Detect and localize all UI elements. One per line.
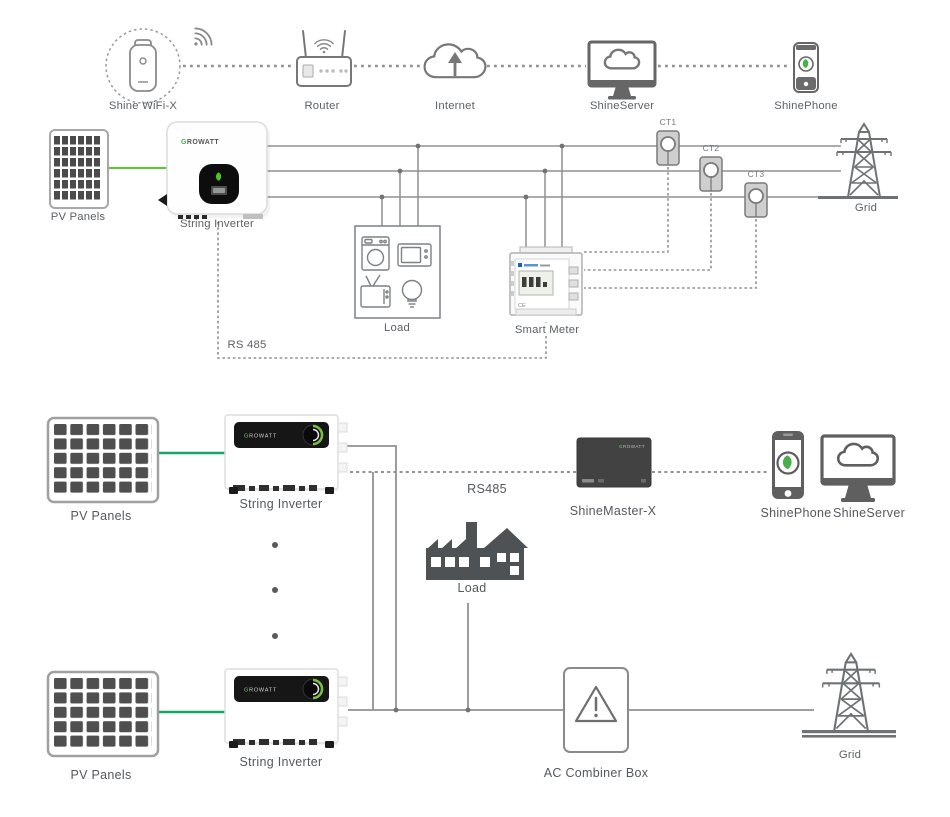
shine-wifix-icon [105, 24, 216, 104]
commercial-wiring [158, 445, 814, 714]
router-icon [296, 30, 352, 87]
grid-base-bars [802, 730, 896, 738]
grid-tower-bottom-icon [821, 652, 881, 732]
residential-wiring [106, 145, 898, 249]
string-inverter-commercial-top-icon: GROWATT [224, 414, 348, 494]
brand-logo: GROWATT [244, 434, 277, 440]
label-internet: Internet [435, 100, 475, 112]
ct2-clamp-icon [699, 156, 723, 192]
label-shineserver-com: ShineServer [832, 506, 906, 520]
label-smart-meter: Smart Meter [511, 324, 583, 336]
label-rs485-com: RS485 [467, 482, 507, 496]
rs485-link [217, 222, 547, 359]
ac-combiner-icon [563, 667, 629, 753]
label-grid-com: Grid [838, 749, 862, 761]
brand-logo: GROWATT [244, 688, 277, 694]
junction-dots-bottom [393, 707, 471, 713]
brand-logo: GROWATT [619, 444, 645, 449]
string-inverter-commercial-bottom-icon: GROWATT [224, 668, 348, 748]
label-ct2: CT2 [702, 143, 720, 153]
label-shinemaster: ShineMaster-X [569, 504, 657, 518]
label-shinephone: ShinePhone [774, 100, 838, 112]
label-load-res: Load [384, 322, 410, 334]
smart-meter-icon: CE [509, 246, 583, 316]
load-box-icon [354, 225, 441, 319]
ce-mark: CE [518, 303, 526, 309]
inverter-display [199, 164, 239, 204]
shineserver-icon [587, 40, 657, 100]
label-pv-panels-res: PV Panels [50, 211, 106, 223]
shinephone-icon [793, 42, 819, 93]
router-wifi-icon [314, 39, 334, 55]
grid-tower-icon [836, 123, 892, 198]
lcd-digits [522, 277, 547, 287]
washing-machine-icon [361, 236, 390, 271]
ct1-signal [584, 167, 669, 253]
bulb-icon [401, 279, 423, 308]
label-shine-wifix: Shine WiFi-X [108, 100, 178, 112]
internet-cloud-icon [423, 43, 487, 79]
warning-triangle-icon [574, 685, 618, 723]
label-pv-panels-com-bottom: PV Panels [70, 768, 132, 782]
meter-terminals [568, 266, 579, 301]
shinemaster-icon: GROWATT [576, 437, 652, 488]
junction-dots [379, 143, 565, 200]
ct3-clamp-icon [744, 182, 768, 218]
label-grid-res: Grid [854, 202, 878, 214]
meter-brand-mark [518, 263, 522, 267]
label-ac-combiner: AC Combiner Box [543, 766, 649, 780]
label-load-com: Load [457, 581, 487, 595]
microwave-icon [397, 243, 432, 267]
inverter1-ac-out [347, 445, 397, 710]
pv-panel-commercial-top-icon [46, 416, 160, 504]
wifi-waves-icon [185, 24, 216, 55]
label-rs485-res: RS 485 [227, 339, 267, 351]
label-string-inverter-com-bottom: String Inverter [239, 755, 323, 769]
pv-panel-residential-icon [49, 129, 109, 209]
heat-fins [337, 422, 348, 473]
bottom-connectors [229, 739, 334, 748]
ct3-signal [584, 219, 757, 289]
dc-plug-icon [158, 194, 167, 206]
label-shinephone-com: ShinePhone [760, 506, 832, 520]
residential-dashed [217, 167, 757, 359]
factory-windows [431, 553, 519, 575]
tv-icon [360, 274, 391, 308]
ct1-clamp-icon [656, 130, 680, 166]
heat-fins [337, 676, 348, 727]
meter-rail-clips [511, 261, 514, 296]
label-shineserver: ShineServer [589, 100, 655, 112]
label-ct1: CT1 [659, 117, 677, 127]
label-string-inverter-res: String Inverter [180, 218, 254, 230]
factory-load-icon [426, 522, 528, 580]
more-inverters-ellipsis [272, 542, 278, 639]
pv-panel-commercial-bottom-icon [46, 670, 160, 758]
ct2-signal [584, 193, 712, 271]
string-inverter-residential-icon: GROWATT [158, 121, 270, 219]
shineserver-bottom-icon [820, 434, 896, 502]
brand-logo: GROWATT [181, 139, 219, 146]
label-ct3: CT3 [747, 169, 765, 179]
label-router: Router [304, 100, 340, 112]
shinephone-bottom-icon [772, 431, 804, 499]
label-pv-panels-com-top: PV Panels [70, 509, 132, 523]
label-string-inverter-com-top: String Inverter [239, 497, 323, 511]
inverter-vents [178, 215, 207, 219]
bottom-connectors [229, 485, 334, 494]
ct-clamps [656, 130, 768, 218]
